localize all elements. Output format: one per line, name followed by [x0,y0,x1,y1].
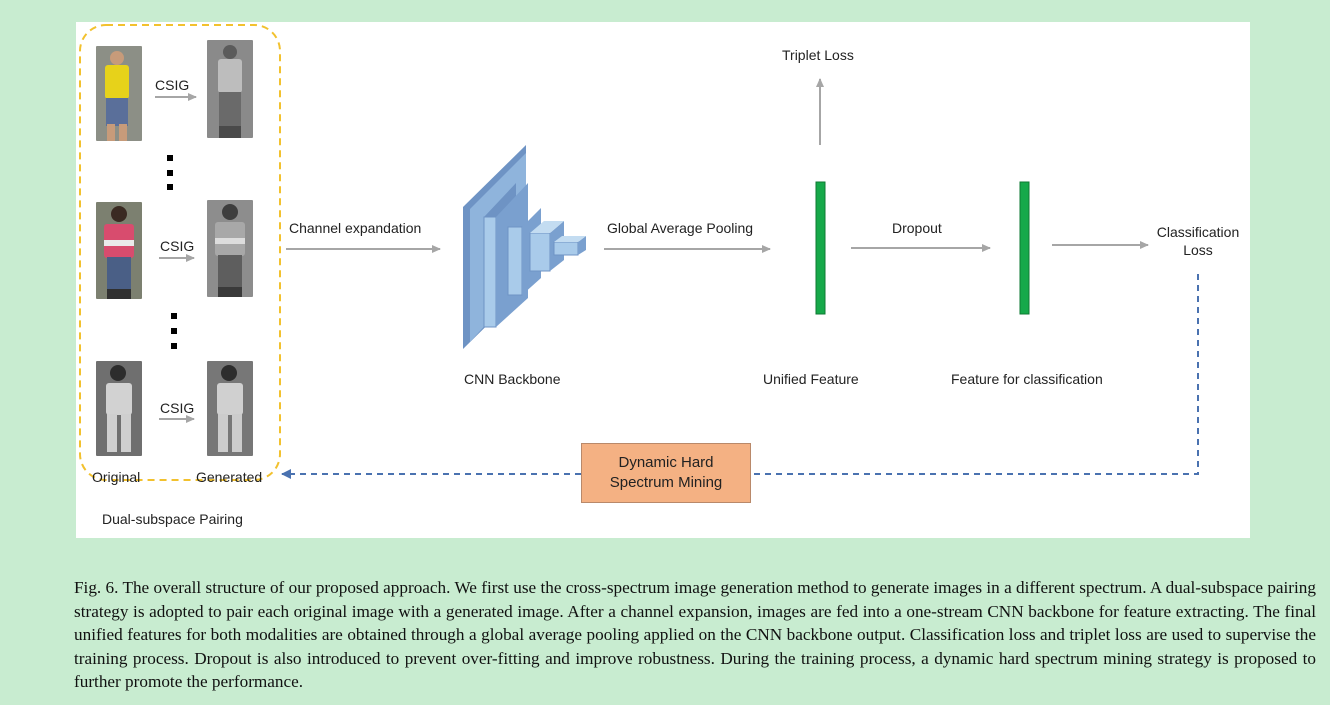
legs [119,124,127,141]
csig-label: CSIG [160,238,195,254]
head [223,45,237,59]
legs [218,287,242,297]
cnn-backbone-blocks [463,145,586,349]
torso [106,383,132,415]
mining-line2: Spectrum Mining [609,474,723,491]
legs [107,257,131,289]
head [111,206,127,222]
legs [106,98,128,126]
dual-subspace-label: Dual-subspace Pairing [102,511,243,527]
gap-label: Global Average Pooling [607,220,754,236]
generated-image-1 [207,40,253,138]
legs [218,255,242,287]
legs [232,414,242,452]
channel-expansion-label: Channel expandation [289,220,422,236]
legs [219,92,241,126]
architecture-figure: CSIG CSIG CSIG Original Generated Dual-s… [76,22,1250,538]
original-label: Original [92,469,141,485]
legs [107,289,131,299]
torso [215,238,245,244]
person-thumbnail [96,361,142,456]
person-thumbnail [96,202,142,299]
unified-feature-label: Unified Feature [763,371,859,387]
person-thumbnail [96,46,142,141]
figure-caption: Fig. 6. The overall structure of our pro… [74,578,1316,691]
ellipsis-dots [167,155,177,349]
person-thumbnail [207,40,253,138]
triplet-loss-label: Triplet Loss [782,47,854,63]
classification-loss-line2: Loss [1183,242,1213,258]
figure-graphics [79,24,1199,481]
csig-label: CSIG [160,400,195,416]
legs [218,414,228,452]
torso [217,383,243,415]
head [110,365,126,381]
head [222,204,238,220]
original-image-2 [96,202,142,299]
classification-loss-line1: Classification [1156,224,1240,240]
dual-subspace-box [79,24,281,481]
person-thumbnail [207,361,253,456]
original-image-1 [96,46,142,141]
torso [104,240,134,246]
cnn-backbone-label: CNN Backbone [464,371,561,387]
person-thumbnail [207,200,253,297]
head [221,365,237,381]
classification-feature-bar [1019,181,1030,315]
legs [219,126,241,138]
original-image-3 [96,361,142,456]
mining-line1: Dynamic Hard [618,454,714,471]
generated-image-3 [207,361,253,456]
feedback-path-right [752,274,1199,475]
head [110,51,124,65]
generated-label: Generated [196,469,263,485]
dynamic-hard-spectrum-mining-box: Dynamic Hard Spectrum Mining [581,443,751,503]
unified-feature-bar [815,181,826,315]
classification-loss-label: Classification Loss [1150,223,1246,259]
legs [107,414,117,452]
generated-image-2 [207,200,253,297]
feature-classification-label: Feature for classification [951,371,1103,387]
torso [218,59,242,93]
torso [105,65,129,99]
legs [107,124,115,141]
csig-label: CSIG [155,77,190,93]
dropout-label: Dropout [892,220,942,236]
legs [121,414,131,452]
